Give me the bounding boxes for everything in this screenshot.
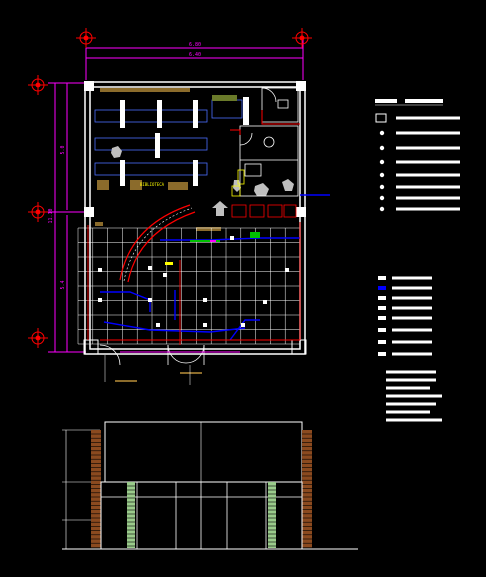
device-marker xyxy=(148,266,152,270)
device-marker xyxy=(98,298,102,302)
legend-text xyxy=(392,340,432,344)
grid-bubbles xyxy=(28,28,312,348)
legend-text xyxy=(392,328,432,332)
left-dim-lower-label: 5.4 xyxy=(60,280,66,289)
device-marker xyxy=(98,268,102,272)
brick-pilaster-right xyxy=(302,430,312,548)
legend-text xyxy=(396,160,460,164)
legend-symbol xyxy=(378,306,386,310)
left-dimensions xyxy=(48,82,86,353)
legend-upper xyxy=(375,99,460,212)
top-dim-outer-label: 6.80 xyxy=(189,42,201,48)
top-dim-inner-label: 6.40 xyxy=(189,52,201,58)
misc-marks xyxy=(95,222,260,265)
legend-symbol xyxy=(378,340,386,344)
room-label: BIBLIOTECA xyxy=(140,182,165,187)
outer-walls xyxy=(84,81,306,355)
grid-bubble-top-right xyxy=(292,28,312,48)
device-markers xyxy=(98,236,289,327)
left-dim-total-label: 11.10 xyxy=(48,208,54,223)
legend-symbol xyxy=(378,286,386,290)
service-red-lines xyxy=(230,110,300,135)
reception-counter xyxy=(119,204,196,283)
yellow-fixtures xyxy=(231,169,245,197)
device-marker xyxy=(163,273,167,277)
grid-bubble-left-2 xyxy=(28,202,48,222)
green-blocks xyxy=(127,482,276,548)
legend-symbol xyxy=(379,159,385,165)
left-dim-upper-label: 5.0 xyxy=(60,145,66,154)
partition-arrow xyxy=(212,201,228,216)
legend-note-line xyxy=(386,394,442,398)
legend-symbol xyxy=(379,130,385,136)
legend-symbol xyxy=(379,195,385,201)
legend-title-bar xyxy=(405,99,443,103)
legend-note-line xyxy=(386,378,436,382)
device-marker xyxy=(203,323,207,327)
legend-symbol xyxy=(378,328,386,332)
device-marker xyxy=(203,298,207,302)
legend-text xyxy=(392,296,432,300)
legend-text xyxy=(396,207,460,211)
entrance-tags xyxy=(115,372,202,382)
legend-symbol xyxy=(378,276,386,280)
device-marker xyxy=(230,236,234,240)
legend-note-line xyxy=(386,410,430,414)
legend-text xyxy=(396,196,460,200)
legend-text xyxy=(396,131,460,135)
cable-runs xyxy=(87,222,301,345)
device-marker xyxy=(148,298,152,302)
grid-bubble-top-left xyxy=(76,28,96,48)
legend-text xyxy=(392,316,432,320)
book-columns xyxy=(120,97,249,186)
legend-note-line xyxy=(386,402,436,406)
partition-cabinets xyxy=(231,204,297,218)
legend-note-line xyxy=(386,386,430,390)
legend-text xyxy=(392,352,432,356)
electrical-runs xyxy=(100,194,330,341)
elevation xyxy=(62,421,358,550)
legend-text xyxy=(396,173,460,177)
legend-symbol xyxy=(379,145,385,151)
service-area xyxy=(239,87,299,197)
legend-note-line xyxy=(386,418,442,422)
legend-text xyxy=(392,286,432,290)
legend-text xyxy=(392,306,432,310)
legend-note-line xyxy=(386,370,436,374)
device-marker xyxy=(241,323,245,327)
legend-symbol xyxy=(379,184,385,190)
wood-shelves xyxy=(97,88,237,231)
legend-text xyxy=(392,276,432,280)
legend-symbol xyxy=(378,352,386,356)
legend-text xyxy=(396,116,460,120)
legend-lower xyxy=(378,276,442,422)
device-marker xyxy=(263,300,267,304)
device-marker xyxy=(285,268,289,272)
brick-pilaster-left xyxy=(91,430,101,548)
legend-symbol xyxy=(379,206,385,212)
legend-text xyxy=(396,185,460,189)
legend-symbol xyxy=(378,296,386,300)
legend-symbol xyxy=(378,316,386,320)
entrance-axis xyxy=(104,355,191,385)
legend-text xyxy=(396,146,460,150)
grid-bubble-left-1 xyxy=(28,75,48,95)
device-marker xyxy=(156,323,160,327)
grid-bubble-left-3 xyxy=(28,328,48,348)
legend-symbol xyxy=(379,172,385,178)
entrance-doors xyxy=(99,344,205,366)
legend-title-bar xyxy=(375,99,397,103)
legend-symbol xyxy=(375,113,387,123)
